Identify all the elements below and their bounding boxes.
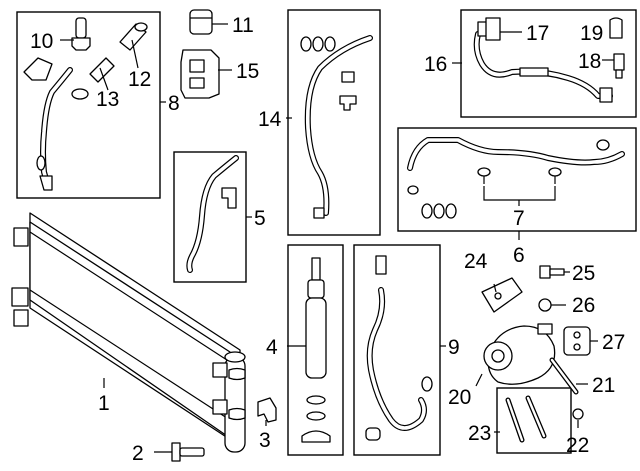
callout-11: 11	[232, 14, 254, 37]
condenser	[11, 212, 246, 453]
group-box-9	[353, 244, 441, 456]
callout-25: 25	[572, 262, 595, 285]
callout-9: 9	[448, 336, 460, 359]
group-box-14	[287, 9, 381, 236]
bolt-part-25	[539, 265, 565, 279]
callout-16: 16	[424, 53, 447, 76]
callout-23: 23	[468, 422, 491, 445]
stud-part-21	[549, 357, 579, 395]
callout-20: 20	[448, 386, 471, 409]
callout-14: 14	[258, 108, 282, 131]
callout-27: 27	[602, 331, 625, 354]
callout-8: 8	[168, 92, 180, 115]
bolt-part-2	[171, 442, 205, 462]
group-box-6	[397, 127, 637, 232]
bolts-part-23	[505, 395, 547, 443]
callout-17: 17	[526, 22, 549, 45]
callout-4: 4	[266, 336, 278, 359]
insulator-part-8	[23, 57, 53, 81]
bolt-part-7	[477, 167, 562, 206]
drier-part-4	[301, 257, 331, 443]
line-part-14	[300, 35, 373, 219]
line-part-16	[473, 31, 613, 103]
hose-part-5	[186, 155, 239, 273]
callout-10: 10	[30, 30, 53, 53]
clip-part-19	[609, 17, 623, 39]
nut-part-22	[572, 408, 584, 420]
callout-18: 18	[578, 50, 601, 73]
callout-7: 7	[513, 207, 525, 230]
sensor-part-18	[613, 53, 625, 79]
cap-part-11	[189, 9, 213, 35]
hose-assembly-part-8	[36, 67, 73, 191]
callout-3: 3	[259, 429, 271, 452]
callout-21: 21	[592, 374, 615, 397]
valve-part-17	[477, 17, 501, 41]
fitting-part-13	[71, 57, 115, 100]
callout-12: 12	[128, 68, 151, 91]
callout-15: 15	[236, 60, 259, 83]
callout-6: 6	[513, 244, 525, 267]
compressor-part-20	[483, 323, 556, 385]
callout-13: 13	[96, 88, 119, 111]
fitting-part-12	[119, 22, 148, 51]
gasket-part-27	[563, 326, 591, 356]
line-part-6	[407, 137, 625, 219]
callout-26: 26	[572, 294, 595, 317]
group-box-23	[496, 387, 572, 454]
leader-lines	[60, 23, 614, 453]
hose-part-9	[365, 255, 433, 441]
bracket-part-3	[257, 397, 277, 423]
washer-part-26	[538, 298, 552, 312]
bracket-part-15	[180, 49, 220, 99]
callout-24: 24	[464, 250, 488, 273]
fitting-part-10	[71, 17, 91, 51]
callout-19: 19	[580, 22, 603, 45]
bracket-part-24	[481, 277, 523, 313]
group-box-4	[287, 244, 344, 456]
callout-1: 1	[98, 392, 110, 415]
callout-22: 22	[566, 434, 589, 457]
group-box-5	[173, 151, 247, 283]
callout-2: 2	[132, 442, 144, 465]
callout-5: 5	[254, 207, 266, 230]
group-box-8	[16, 11, 161, 199]
